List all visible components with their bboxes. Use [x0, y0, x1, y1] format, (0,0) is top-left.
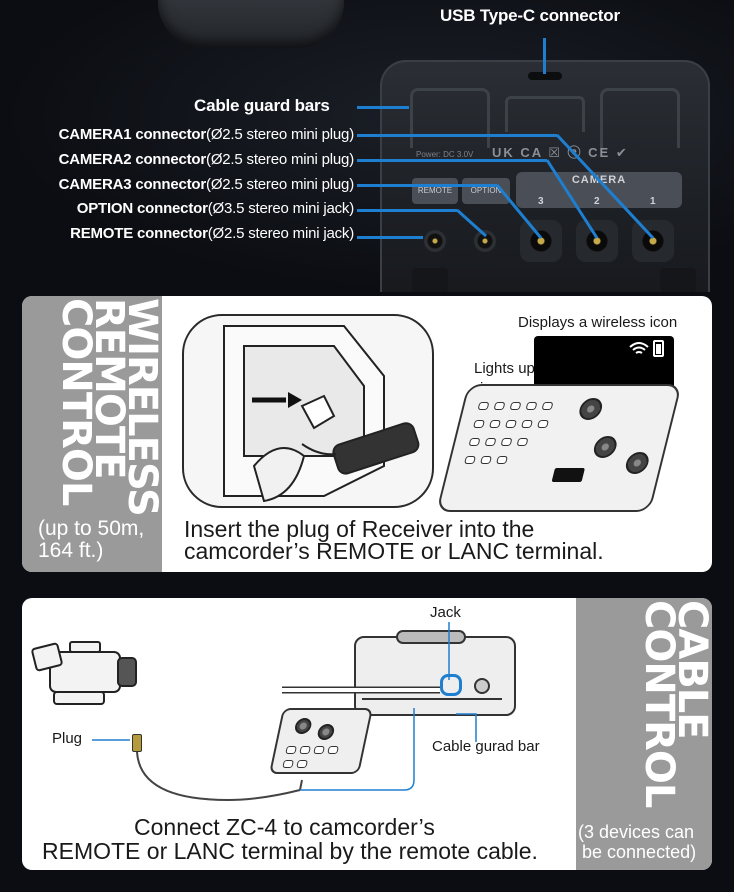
remote-jack [424, 230, 446, 252]
connector-name: CAMERA2 connector [58, 151, 207, 168]
lights-note-1: Lights up [474, 360, 535, 377]
usb-connector-label: USB Type-C connector [440, 6, 620, 25]
cable-guard-label: Cable guard bars [194, 96, 330, 115]
usb-c-port [528, 72, 562, 80]
wifi-icon [629, 340, 664, 357]
guard-bar [362, 698, 502, 712]
camera1-jack [632, 220, 674, 262]
certification-marks: UK CA ☒ ⓔ CE ✔ [492, 145, 629, 160]
wireless-battery-icon [628, 339, 668, 364]
camera-number-3: 3 [538, 196, 544, 207]
cable-side-band [576, 598, 712, 870]
camera3-leader-line [357, 184, 497, 187]
cable-guard-bar-right [600, 88, 680, 148]
camera3-connector-label: CAMERA3 connector(Ø2.5 stereo mini plug) [58, 176, 355, 193]
usb-leader-line [543, 38, 546, 74]
wireless-side-band [22, 296, 162, 572]
wireless-range-note-1: (up to 50m, [38, 517, 145, 540]
remote-connector-label: REMOTE connector(Ø2.5 stereo mini jack) [70, 225, 354, 242]
option-port [474, 678, 490, 694]
connector-spec: (Ø3.5 stereo mini jack) [207, 200, 354, 217]
wireless-caption-1: Insert the plug of Receiver into the [184, 516, 535, 542]
cable-caption-1: Connect ZC-4 to camcorder’s [134, 814, 435, 840]
power-rating-text: Power: DC 3.0V [416, 150, 474, 159]
diagonal-leader-lines [455, 133, 655, 240]
cable-count-note-2: be connected) [582, 842, 697, 862]
connector-diagram: Power: DC 3.0V UK CA ☒ ⓔ CE ✔ REMOTE OPT… [0, 0, 734, 292]
camera-number-2: 2 [594, 196, 600, 207]
camera2-connector-label: CAMERA2 connector(Ø2.5 stereo mini plug) [58, 151, 355, 168]
guard-leader-line [357, 106, 409, 109]
connector-spec: (Ø2.5 stereo mini plug) [206, 126, 354, 143]
zc4-closeup-illustration [354, 630, 516, 716]
wireless-caption-2: camcorder’s REMOTE or LANC terminal. [184, 538, 604, 564]
camera2-leader-line [357, 159, 547, 162]
receiver-insert-illustration [182, 314, 434, 508]
device-foot-left [412, 268, 448, 292]
cable-guard-bar-label: Cable gurad bar [432, 738, 540, 755]
connector-spec: (Ø2.5 stereo mini plug) [206, 176, 354, 193]
remote-panel-label: REMOTE [412, 178, 458, 204]
connector-name: CAMERA3 connector [58, 176, 207, 193]
camera1-leader-line [357, 134, 557, 137]
display-note: Displays a wireless icon [518, 314, 678, 331]
cable-count-note-1: (3 devices can [578, 822, 695, 842]
plug-icon [132, 734, 142, 752]
connector-spec: (Ø2.5 stereo mini jack) [207, 225, 354, 242]
camcorder-icon [31, 641, 137, 705]
plug-label: Plug [52, 730, 83, 747]
cable-guard-bar-left [410, 88, 490, 148]
connector-spec: (Ø2.5 stereo mini plug) [206, 151, 354, 168]
camera-number-1: 1 [650, 196, 656, 207]
wireless-range-note-2: 164 ft.) [38, 539, 104, 562]
camera1-connector-label: CAMERA1 connector(Ø2.5 stereo mini plug) [58, 126, 355, 143]
connector-name: REMOTE connector [70, 225, 208, 242]
connector-name: OPTION connector [76, 200, 208, 217]
cable-guard-bar-middle [505, 96, 585, 132]
device-knob [158, 0, 344, 48]
camera3-jack [520, 220, 562, 262]
option-leader-line [357, 209, 457, 212]
cable-caption-2: REMOTE or LANC terminal by the remote ca… [42, 838, 538, 864]
option-connector-label: OPTION connector(Ø3.5 stereo mini jack) [77, 200, 354, 217]
remote-leader-line [357, 236, 423, 239]
connector-label-panel: REMOTE OPTION CAMERA 3 2 1 [412, 172, 682, 208]
camera2-jack [576, 220, 618, 262]
camcorder-receiver-drawing [223, 325, 420, 503]
option-jack [474, 230, 496, 252]
device-foot-right [660, 268, 696, 292]
jack-label: Jack [430, 604, 461, 621]
camera-panel-label: CAMERA 3 2 1 [516, 172, 682, 208]
connector-name: CAMERA1 connector [58, 126, 207, 143]
jack-highlight [440, 674, 462, 696]
